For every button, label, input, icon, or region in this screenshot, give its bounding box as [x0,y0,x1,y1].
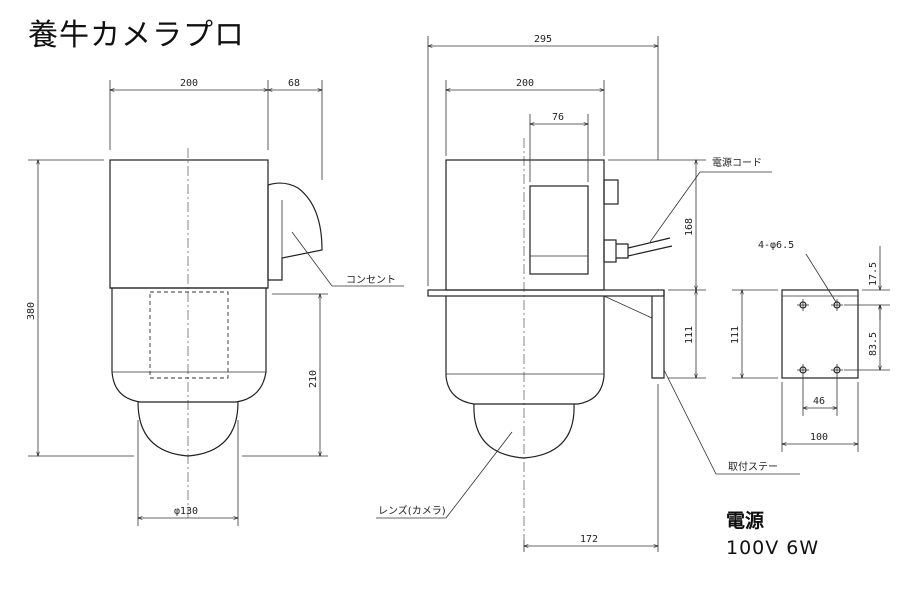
dim-bracket-hole-h: 46 [813,396,825,407]
dim-front-width: 200 [180,78,198,89]
dim-side-width: 200 [516,78,534,89]
bracket-label: 取付ステー [728,460,778,473]
dim-bracket-hole-v: 83.5 [868,332,879,356]
page-title: 養牛カメラプロ [28,18,245,53]
power-value: 100V 6W [726,537,820,559]
dim-dome-diameter: φ130 [174,506,198,517]
dim-bracket-height: 111 [730,326,741,344]
dim-front-height: 380 [26,302,37,320]
dim-side-upper: 168 [684,218,695,236]
side-view: 電源コード レンズ(カメラ) 取付ステー 295 200 76 [376,34,800,552]
holes-label: 4-φ6.5 [758,240,794,251]
front-view: コンセント 200 68 380 210 φ130 [26,78,404,526]
outlet-label: コンセント [346,274,396,286]
lens-label: レンズ(カメラ) [378,504,446,517]
bracket-view: 4-φ6.5 111 17.5 83.5 46 100 [730,240,890,452]
mounting-holes [797,299,843,376]
dim-bracket-width: 100 [810,432,828,443]
power-label: 電源 [726,510,765,532]
power-cord-label: 電源コード [712,156,762,169]
dim-front-lower: 210 [308,370,319,388]
dim-side-offset: 172 [580,534,598,545]
dim-side-lower: 111 [684,326,695,344]
dim-bracket-top: 17.5 [868,262,879,286]
dim-side-total: 295 [534,34,552,45]
dim-front-outlet: 68 [288,78,300,89]
dim-side-window: 76 [552,112,564,123]
